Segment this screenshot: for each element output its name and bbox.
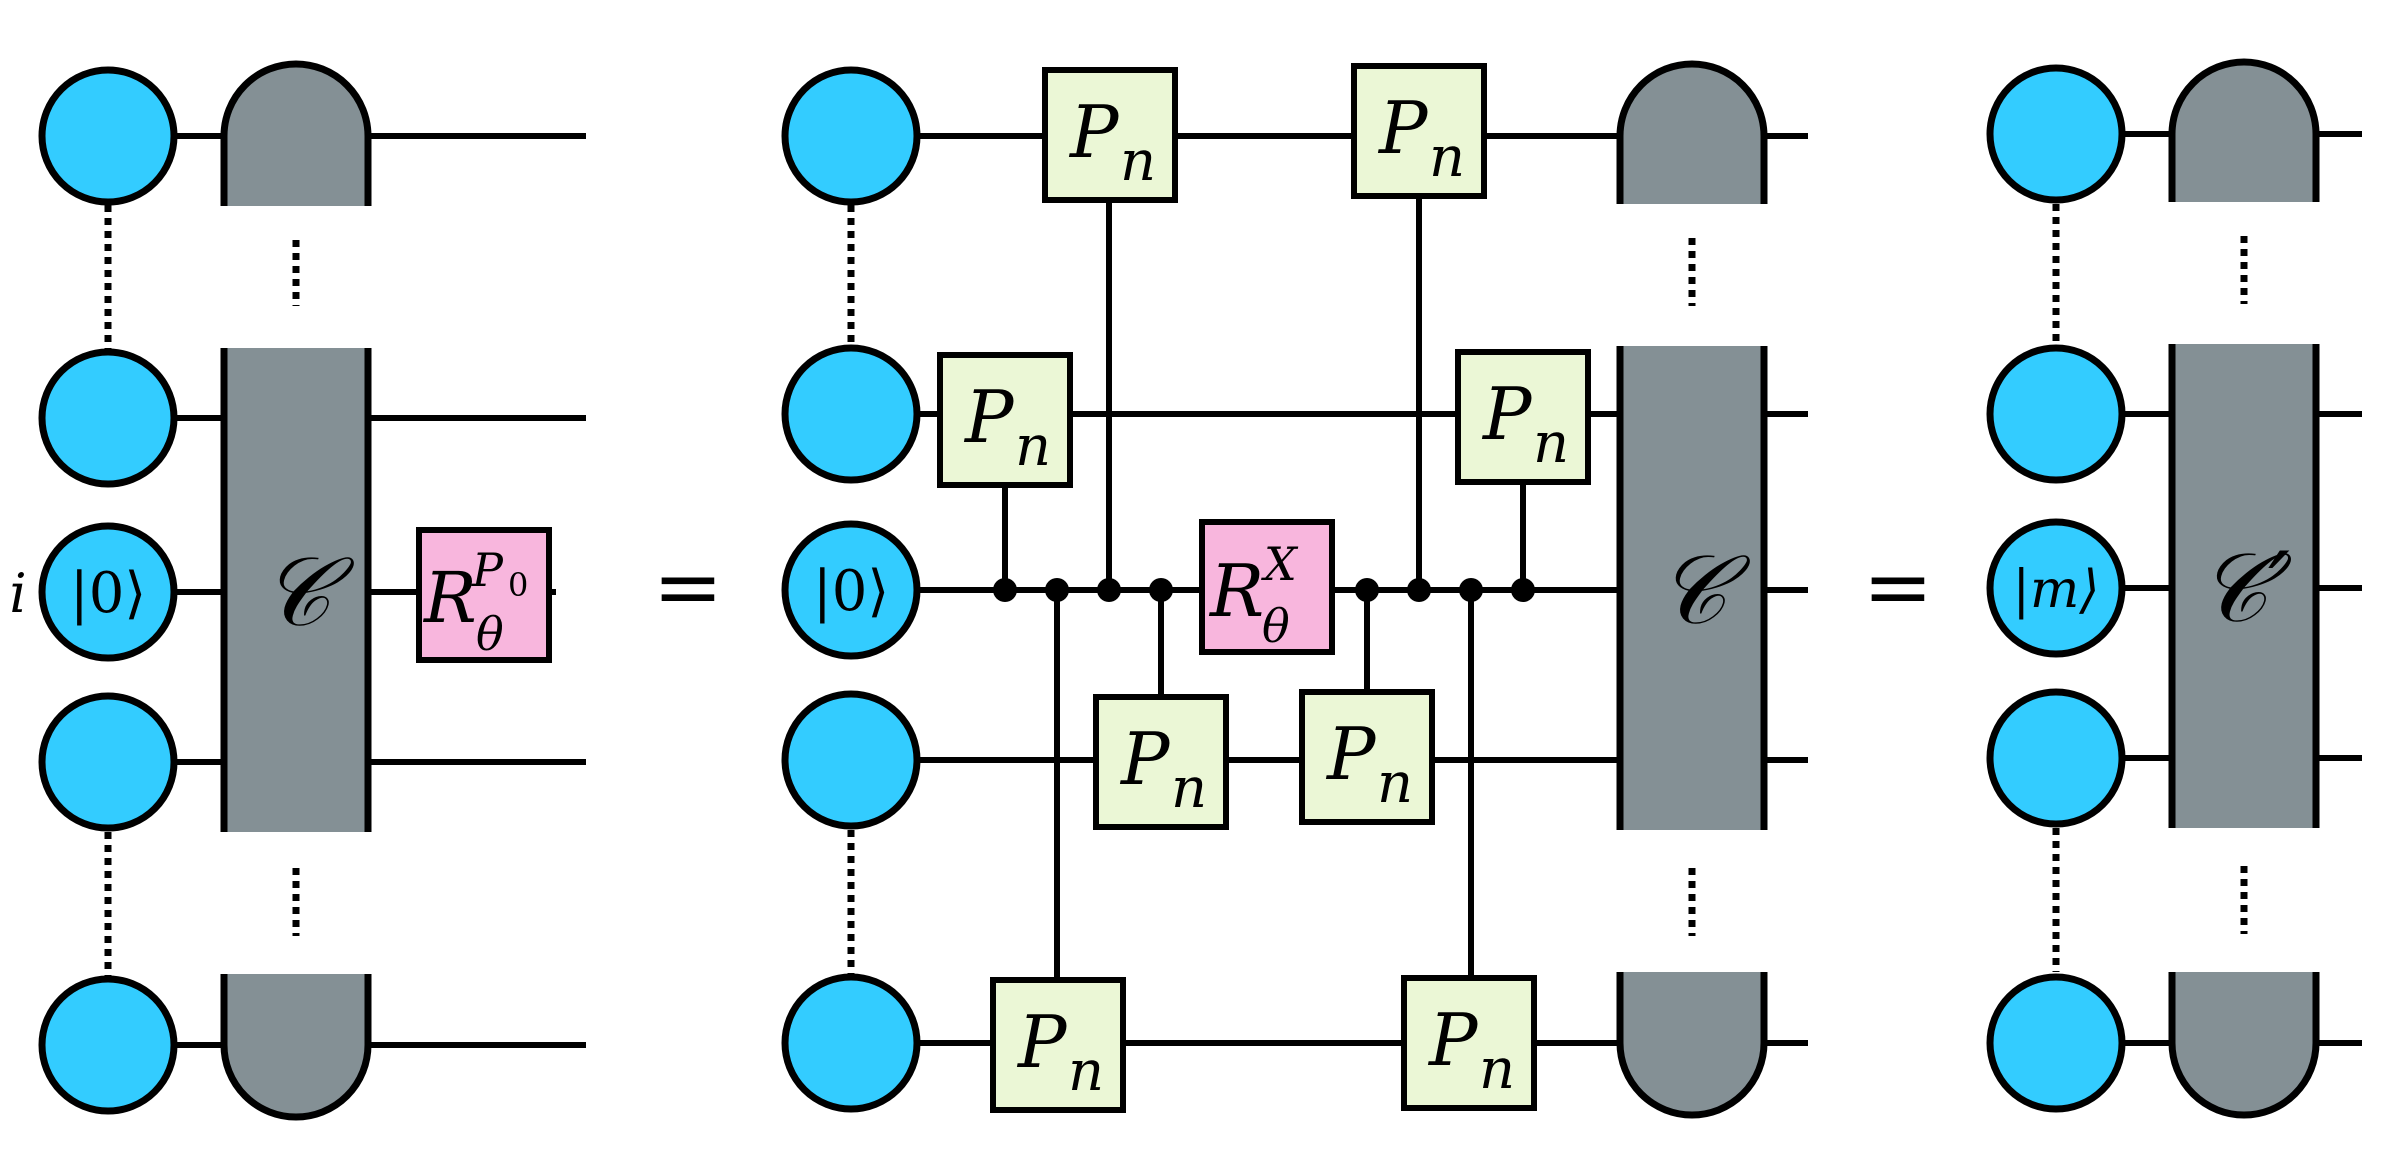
right-qubit-4 — [1986, 688, 2126, 828]
middle-rotation-sub: θ — [1262, 599, 1290, 653]
right-qubit-special: |m⟩ — [1986, 518, 2126, 658]
pauli-gate-sub: n — [1120, 129, 1156, 194]
right-bottom-measure-cap — [2168, 972, 2320, 1119]
pauli-gate-sub: n — [1015, 414, 1051, 479]
control-dot-c — [1097, 578, 1121, 602]
pauli-gate-base: P — [1016, 1000, 1068, 1084]
right-panel: 𝒞′ |m⟩ — [1986, 58, 2362, 1119]
equals-sign-2: = — [1863, 538, 1933, 636]
pauli-gate-base: P — [1427, 998, 1479, 1082]
left-qubit-1 — [38, 66, 178, 206]
left-rotation-sup: P — [471, 543, 504, 597]
left-qubit-special: |0⟩ — [38, 522, 178, 662]
right-qubit-5 — [1986, 973, 2126, 1113]
left-panel: 𝒞 R θ P 0 |0⟩ i — [9, 60, 586, 1121]
control-dot-g — [1459, 578, 1483, 602]
pauli-gate-5: P n — [1093, 694, 1229, 830]
equals-sign-1: = — [653, 538, 723, 636]
pauli-gate-sub: n — [1479, 1037, 1515, 1102]
left-rotation-gate: R θ P 0 — [416, 527, 552, 663]
pauli-gate-base: P — [1481, 372, 1533, 456]
pauli-gate-base: P — [1325, 712, 1377, 796]
pauli-gate-1: P n — [1042, 67, 1178, 203]
right-qubit-2 — [1986, 344, 2126, 484]
middle-special-state-label: |0⟩ — [813, 559, 889, 624]
pauli-gate-base: P — [1068, 90, 1120, 174]
right-circuit-label: 𝒞′ — [2198, 532, 2292, 644]
pauli-gate-sub: n — [1533, 411, 1569, 476]
right-special-state-label: |m⟩ — [2012, 560, 2099, 620]
pauli-gate-6: P n — [1299, 689, 1435, 825]
middle-top-measure-cap — [1616, 60, 1768, 204]
left-qubit-5 — [38, 975, 178, 1115]
middle-qubit-1 — [781, 66, 921, 206]
middle-panel: P n P n P n P n P n P n P — [781, 60, 1808, 1119]
left-circuit-block: 𝒞 — [220, 348, 372, 832]
middle-qubit-special: |0⟩ — [781, 520, 921, 660]
middle-bottom-measure-cap — [1616, 972, 1768, 1119]
right-top-measure-cap — [2168, 58, 2320, 202]
middle-qubit-2 — [781, 344, 921, 484]
middle-rotation-sup: X — [1261, 537, 1299, 591]
pauli-gate-base: P — [963, 375, 1015, 459]
pauli-gate-8: P n — [1401, 975, 1537, 1111]
pauli-gate-sub: n — [1068, 1039, 1104, 1104]
pauli-gate-sub: n — [1377, 751, 1413, 816]
left-qubit-4 — [38, 692, 178, 832]
pauli-gate-base: P — [1119, 717, 1171, 801]
right-qubit-1 — [1986, 64, 2126, 204]
right-circuit-block: 𝒞′ — [2168, 344, 2320, 828]
control-dot-e — [1355, 578, 1379, 602]
middle-qubit-5 — [781, 973, 921, 1113]
pauli-gate-7: P n — [990, 977, 1126, 1113]
left-bottom-measure-cap — [220, 974, 372, 1121]
control-dot-f — [1407, 578, 1431, 602]
left-rotation-base: R — [422, 557, 477, 639]
control-dot-d — [1149, 578, 1173, 602]
control-dot-b — [1045, 578, 1069, 602]
row-index-label: i — [9, 562, 26, 625]
control-dot-a — [993, 578, 1017, 602]
pauli-gate-2: P n — [1351, 63, 1487, 199]
middle-rotation-base: R — [1208, 549, 1264, 633]
middle-qubit-4 — [781, 690, 921, 830]
middle-rotation-gate: R θ X — [1199, 519, 1335, 655]
left-rotation-sup-sub: 0 — [508, 566, 528, 604]
middle-circuit-block: 𝒞 — [1616, 346, 1768, 830]
pauli-gate-sub: n — [1171, 756, 1207, 821]
pauli-gate-4: P n — [1455, 349, 1591, 485]
left-rotation-sub: θ — [476, 607, 504, 661]
pauli-gate-base: P — [1377, 86, 1429, 170]
left-qubit-2 — [38, 348, 178, 488]
pauli-gate-sub: n — [1429, 125, 1465, 190]
left-top-measure-cap — [220, 60, 372, 206]
pauli-gate-3: P n — [937, 352, 1073, 488]
control-dot-h — [1511, 578, 1535, 602]
left-special-state-label: |0⟩ — [70, 561, 146, 626]
